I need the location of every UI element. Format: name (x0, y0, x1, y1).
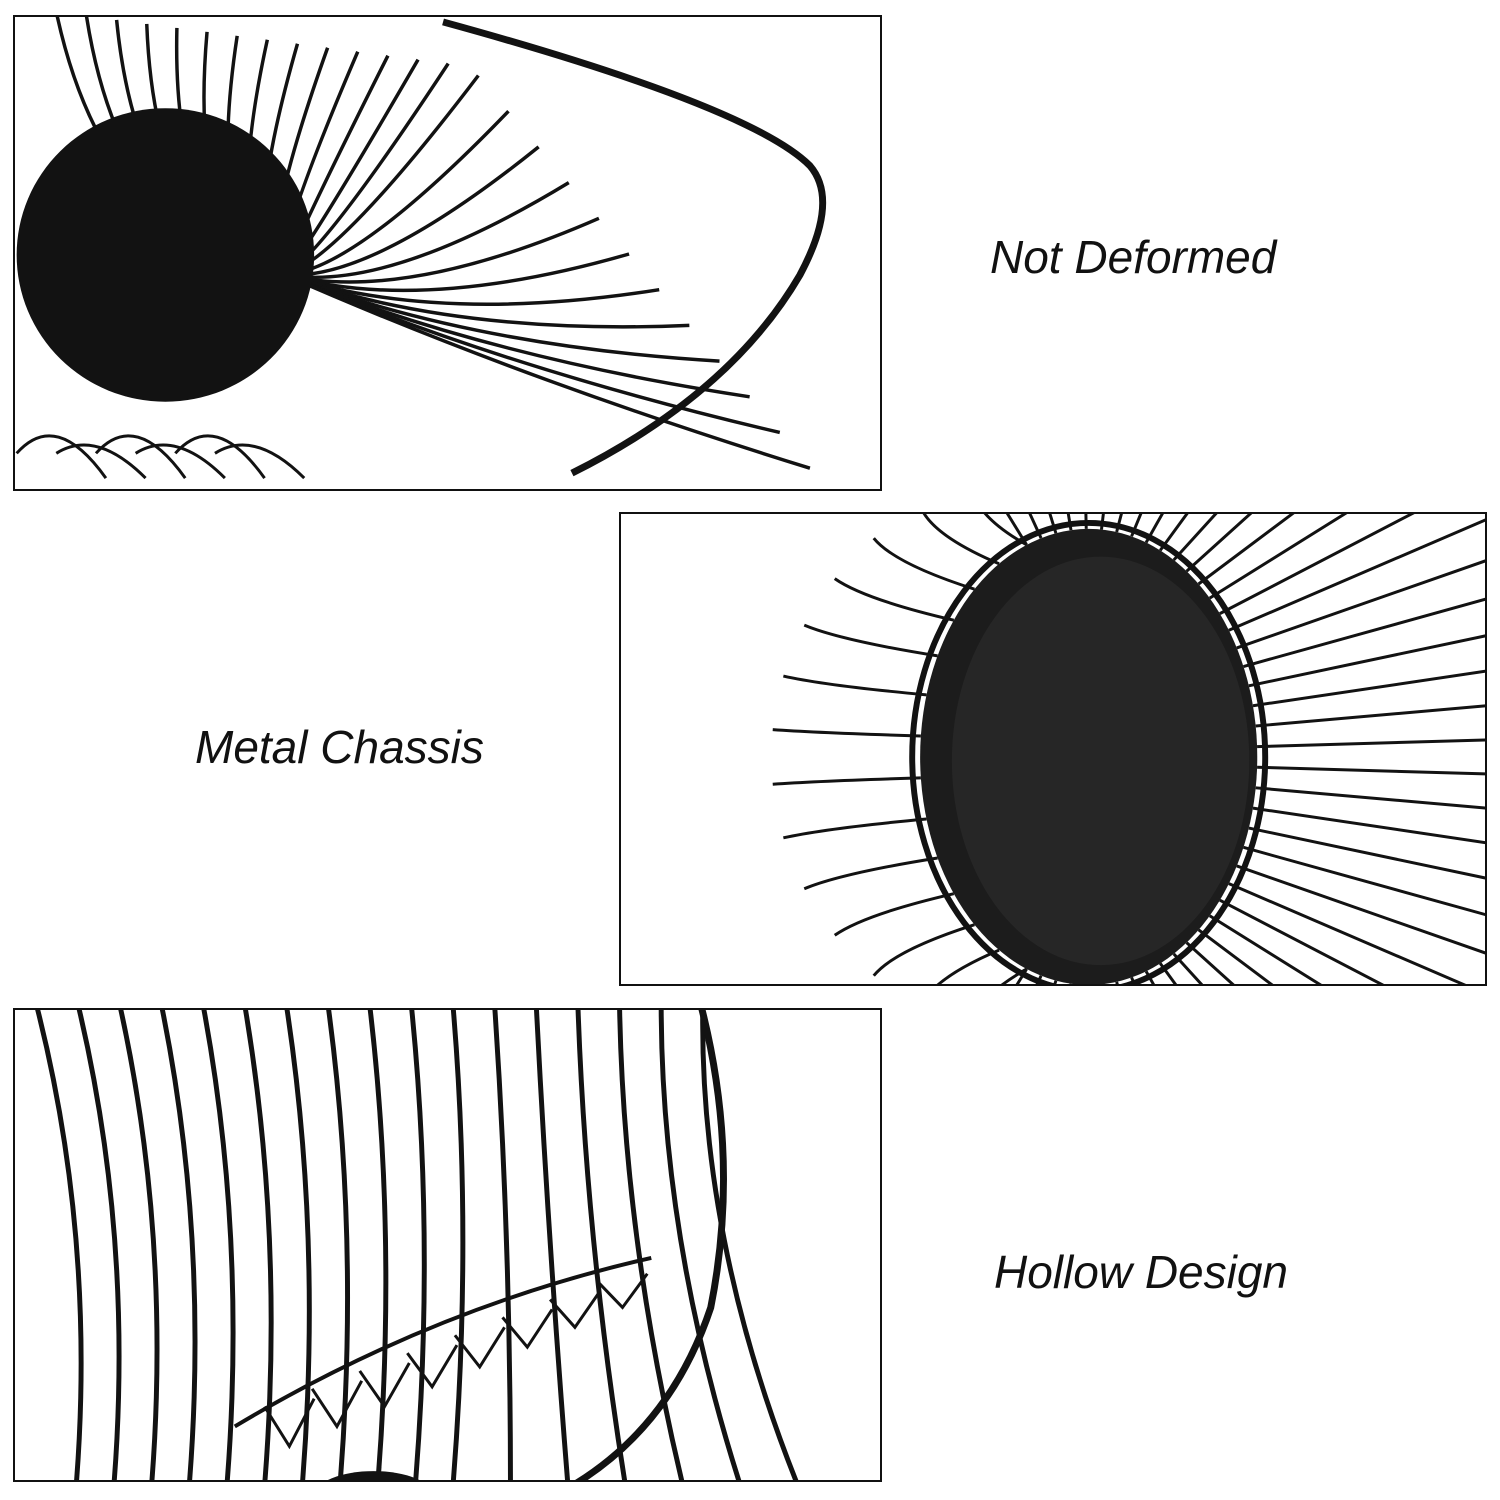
radial-wire (1243, 597, 1485, 668)
radial-wire (1208, 514, 1348, 600)
side-wire (783, 674, 927, 697)
wall-wire (409, 1010, 427, 1480)
side-wire (872, 923, 975, 977)
side-wire (936, 948, 1000, 984)
radial-wire (1252, 806, 1485, 845)
radial-wire (1255, 786, 1485, 810)
basket-foot-loop (15, 434, 108, 479)
radial-wire (1228, 882, 1467, 984)
inner-ring (233, 1255, 652, 1429)
caption-not-deformed: Not Deformed (990, 231, 1277, 283)
metal-base-plate (16, 108, 315, 402)
side-wire (833, 577, 955, 622)
zigzag-wire (453, 1326, 506, 1370)
radial-wire (1252, 669, 1485, 708)
radial-wire (1248, 826, 1485, 880)
radial-wire (1219, 514, 1415, 615)
wire-basket-side-view (15, 17, 827, 480)
basket-wire (284, 181, 570, 279)
basket-wire (283, 252, 630, 293)
wall-wire (492, 1010, 513, 1480)
radial-wire (1236, 864, 1485, 955)
caption-hollow-design: Hollow Design (994, 1246, 1289, 1298)
zigzag-wire (406, 1344, 459, 1390)
zigzag-wire (596, 1272, 649, 1310)
side-wire (872, 537, 975, 591)
hollow-wire-wall-view (35, 1010, 799, 1480)
side-wire (803, 623, 938, 658)
radial-wire (1015, 968, 1028, 984)
wall-wire (284, 1010, 312, 1480)
wall-wire (700, 1010, 799, 1480)
side-wire (772, 728, 921, 738)
wall-wire (118, 1010, 160, 1480)
side-wire (983, 514, 1028, 547)
side-wire (922, 514, 1000, 566)
side-wire (783, 817, 927, 840)
basket-foot-loop (214, 443, 306, 480)
radial-wire (1005, 514, 1028, 546)
basket-foot-loop (134, 443, 226, 480)
caption-metal-chassis: Metal Chassis (195, 721, 484, 773)
wall-wire (201, 1010, 236, 1480)
radial-wire (1243, 845, 1485, 917)
wall-wire (159, 1010, 198, 1480)
basket-wire (283, 216, 600, 284)
radial-wire (1236, 559, 1485, 650)
wall-wire (326, 1010, 350, 1480)
radial-wire (1257, 765, 1485, 776)
wall-wire (243, 1010, 274, 1480)
chassis-rim (909, 520, 1269, 984)
basket-rim (574, 1010, 727, 1480)
wall-wire (658, 1010, 742, 1480)
radial-wire (1228, 518, 1485, 632)
wall-wire (575, 1010, 628, 1480)
basket-wire (283, 273, 811, 470)
photo-panel-hollow-design (13, 1008, 882, 1482)
radial-wire (1197, 514, 1295, 586)
radial-wire (1208, 914, 1322, 984)
side-wire (833, 892, 955, 937)
side-wire (1000, 967, 1028, 984)
basket-foot-loop (94, 434, 187, 479)
wall-wire (367, 1010, 389, 1480)
basket-wire (283, 273, 660, 306)
radial-wire (1255, 704, 1485, 728)
zigzag-wire (501, 1308, 554, 1350)
wall-wire (617, 1010, 685, 1480)
side-wire (803, 856, 938, 891)
wall-wire (35, 1010, 84, 1480)
metal-chassis-base-view (772, 514, 1485, 984)
basket-foot-loop (174, 434, 266, 479)
basket-rim (442, 18, 827, 477)
zigzag-wire (310, 1380, 364, 1430)
photo-panel-metal-chassis (619, 512, 1487, 986)
wall-wire (76, 1010, 122, 1480)
radial-wire (1257, 738, 1485, 749)
chassis-surface (951, 556, 1250, 966)
radial-wire (1219, 898, 1385, 984)
zigzag-wire (549, 1290, 601, 1330)
photo-panel-not-deformed (13, 15, 882, 491)
base-edge (327, 1471, 420, 1480)
zigzag-wire (358, 1362, 411, 1410)
radial-wire (1130, 976, 1136, 984)
basket-foot-loop (55, 443, 147, 480)
wall-wire (534, 1010, 570, 1480)
radial-wire (1172, 514, 1218, 562)
side-wire (772, 776, 921, 786)
basket-wire (284, 109, 510, 277)
radial-wire (1185, 941, 1235, 984)
zigzag-wire (263, 1398, 316, 1450)
radial-wire (1185, 514, 1253, 573)
wall-wire (450, 1010, 466, 1480)
radial-wire (1248, 634, 1485, 688)
